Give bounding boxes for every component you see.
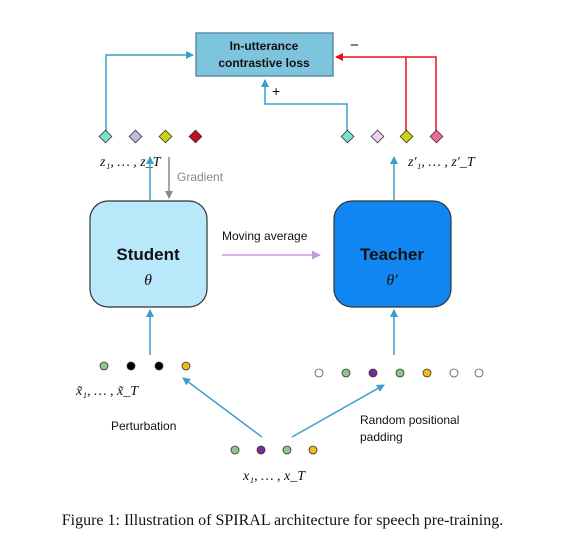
zp-diamond-2 xyxy=(370,129,385,144)
x-dot-1 xyxy=(230,445,240,455)
xp-dot-1 xyxy=(314,368,324,378)
xt-dot-4 xyxy=(181,361,191,371)
xp-dot-7 xyxy=(474,368,484,378)
zp-diamond-3 xyxy=(399,129,414,144)
zp-diamond-4 xyxy=(429,129,444,144)
z-diamond-2 xyxy=(128,129,143,144)
student-box xyxy=(89,200,208,308)
teacher-title: Teacher xyxy=(360,245,424,264)
figure-caption: Figure 1: Illustration of SPIRAL archite… xyxy=(61,512,504,529)
z-teacher-label: z′₁, … , z′_T xyxy=(407,155,476,170)
student-to-loss-arrow xyxy=(105,51,194,133)
xp-dot-5 xyxy=(422,368,432,378)
x-dot-4 xyxy=(308,445,318,455)
padding-arrow xyxy=(291,384,385,438)
xt-dot-3 xyxy=(154,361,164,371)
student-title: Student xyxy=(116,245,180,264)
student-param: θ xyxy=(144,272,152,289)
xp-dot-3 xyxy=(368,368,378,378)
plus-sign: + xyxy=(272,83,280,99)
teacher-param: θ′ xyxy=(386,272,398,289)
gradient-label: Gradient xyxy=(177,170,224,184)
xp-dot-4 xyxy=(395,368,405,378)
x-dot-2 xyxy=(256,445,266,455)
loss-box xyxy=(195,32,334,77)
zp-diamond-1 xyxy=(340,129,355,144)
minus-sign: − xyxy=(350,37,359,54)
perturbation-label: Perturbation xyxy=(111,419,176,433)
moving-average-label: Moving average xyxy=(222,229,308,243)
x-label: x₁, … , x_T xyxy=(242,469,306,484)
teacher-negative-arrow-2 xyxy=(335,53,437,133)
loss-label-line2: contrastive loss xyxy=(218,56,310,70)
z-diamond-3 xyxy=(158,129,173,144)
xt-dot-2 xyxy=(126,361,136,371)
random-padding-label-2: padding xyxy=(360,430,403,444)
perturbation-arrow xyxy=(182,377,263,438)
xp-dot-2 xyxy=(341,368,351,378)
z-student-label: z₁, … , z_T xyxy=(99,155,162,170)
x-dot-3 xyxy=(282,445,292,455)
xp-dot-6 xyxy=(449,368,459,378)
random-padding-label-1: Random positional xyxy=(360,413,459,427)
teacher-box xyxy=(333,200,452,308)
x-tilde-label: x̃₁, … , x̃_T xyxy=(75,384,139,399)
loss-label-line1: In-utterance xyxy=(230,39,299,53)
z-diamond-1 xyxy=(98,129,113,144)
teacher-positive-arrow xyxy=(261,79,348,133)
xt-dot-1 xyxy=(99,361,109,371)
z-diamond-4 xyxy=(188,129,203,144)
